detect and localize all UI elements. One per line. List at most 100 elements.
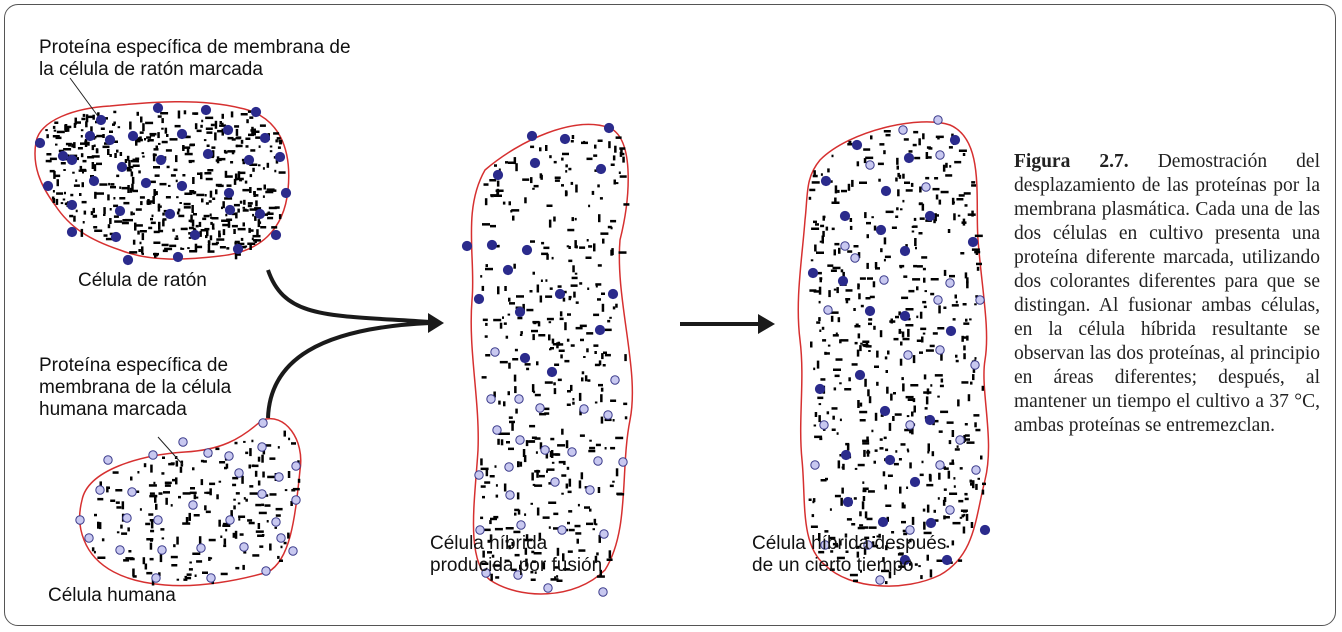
texture-speck — [589, 439, 592, 442]
texture-speck — [205, 127, 213, 130]
texture-speck — [818, 317, 821, 322]
texture-speck — [149, 132, 157, 136]
texture-speck — [274, 206, 280, 209]
mouse-protein-marker — [473, 293, 485, 305]
texture-speck — [921, 203, 925, 211]
mouse-protein-marker — [837, 275, 849, 287]
texture-speck — [266, 162, 270, 168]
human-protein-marker — [540, 445, 550, 455]
texture-speck — [598, 383, 603, 387]
texture-speck — [202, 217, 207, 221]
texture-speck — [183, 578, 188, 581]
texture-speck — [981, 385, 985, 391]
texture-speck — [884, 255, 891, 259]
texture-speck — [110, 183, 115, 186]
texture-speck — [251, 237, 254, 241]
texture-speck — [116, 174, 120, 178]
texture-speck — [131, 183, 134, 192]
texture-speck — [906, 415, 910, 418]
texture-speck — [494, 164, 497, 167]
texture-speck — [940, 190, 949, 194]
texture-speck — [161, 472, 165, 475]
texture-speck — [879, 330, 883, 338]
texture-speck — [85, 114, 89, 123]
mouse-protein-marker — [66, 199, 78, 211]
texture-speck — [248, 464, 251, 469]
texture-speck — [963, 435, 966, 442]
texture-speck — [916, 286, 919, 291]
texture-speck — [970, 482, 973, 486]
texture-speck — [951, 197, 955, 205]
texture-speck — [53, 170, 56, 179]
texture-speck — [225, 528, 228, 532]
texture-speck — [97, 521, 100, 529]
texture-speck — [938, 472, 941, 480]
texture-speck — [497, 438, 500, 445]
texture-speck — [593, 154, 598, 157]
texture-speck — [601, 292, 605, 295]
mouse-protein-marker — [875, 224, 887, 236]
texture-speck — [810, 341, 813, 348]
texture-speck — [230, 510, 233, 516]
texture-speck — [902, 383, 905, 392]
texture-speck — [169, 244, 177, 248]
texture-speck — [516, 492, 520, 500]
texture-speck — [233, 498, 236, 501]
human-protein-marker — [504, 462, 514, 472]
texture-speck — [601, 353, 604, 360]
texture-speck — [546, 204, 553, 207]
mouse-protein-marker — [979, 524, 991, 536]
texture-speck — [240, 139, 244, 144]
texture-speck — [909, 430, 913, 434]
texture-speck — [46, 134, 49, 139]
texture-speck — [134, 222, 137, 231]
texture-speck — [262, 471, 265, 478]
texture-speck — [248, 521, 255, 525]
texture-speck — [895, 177, 898, 182]
texture-speck — [938, 199, 942, 205]
texture-speck — [153, 241, 161, 244]
texture-speck — [880, 248, 883, 253]
texture-speck — [933, 509, 936, 513]
texture-speck — [255, 503, 262, 507]
texture-speck — [554, 576, 557, 579]
texture-speck — [216, 156, 220, 164]
texture-speck — [958, 194, 965, 197]
texture-speck — [557, 444, 566, 447]
texture-speck — [823, 215, 826, 219]
texture-speck — [114, 153, 117, 158]
mouse-protein-marker — [945, 325, 957, 337]
texture-speck — [922, 133, 925, 140]
texture-speck — [492, 564, 501, 567]
texture-speck — [223, 544, 227, 548]
texture-speck — [545, 450, 549, 459]
texture-speck — [529, 424, 536, 428]
texture-speck — [973, 414, 980, 417]
human-protein-label: Proteína específica de membrana de la cé… — [39, 355, 232, 420]
texture-speck — [541, 241, 545, 245]
texture-speck — [856, 551, 860, 558]
texture-speck — [588, 204, 591, 208]
texture-speck — [880, 414, 884, 417]
texture-speck — [155, 503, 158, 510]
texture-speck — [496, 180, 500, 187]
texture-speck — [280, 545, 283, 549]
texture-speck — [53, 129, 57, 132]
texture-speck — [597, 487, 601, 493]
texture-speck — [55, 198, 59, 205]
texture-speck — [567, 521, 570, 525]
human-protein-marker — [819, 420, 829, 430]
texture-speck — [165, 497, 168, 505]
texture-speck — [974, 357, 977, 360]
texture-speck — [162, 212, 165, 216]
texture-speck — [615, 136, 622, 139]
texture-speck — [254, 215, 257, 221]
texture-speck — [200, 479, 204, 486]
texture-speck — [139, 196, 145, 199]
texture-speck — [183, 206, 191, 209]
texture-speck — [205, 116, 214, 120]
texture-speck — [128, 160, 131, 166]
time-arrowhead — [758, 314, 775, 334]
texture-speck — [551, 338, 555, 344]
texture-speck — [199, 230, 202, 237]
